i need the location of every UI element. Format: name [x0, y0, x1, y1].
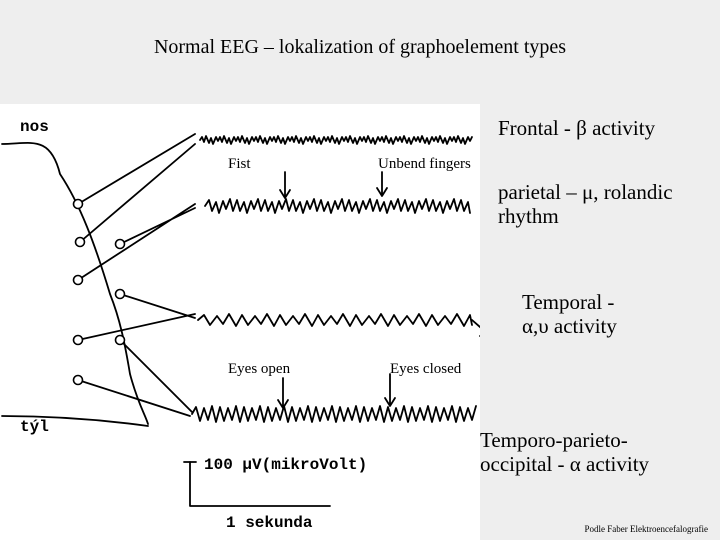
- slide-title: Normal EEG – lokalization of graphoeleme…: [0, 36, 720, 59]
- label-back: týl: [20, 418, 49, 436]
- arrow-unbend: [377, 172, 387, 196]
- trace-parietal: [205, 199, 470, 213]
- trace-temporal: [198, 314, 472, 326]
- label-parietal-line2: rhythm: [498, 204, 673, 228]
- arrow-temporal: [472, 320, 480, 336]
- label-unbend: Unbend fingers: [378, 156, 471, 173]
- label-frontal: Frontal - β activity: [498, 116, 655, 140]
- lead-frontal: [78, 134, 195, 242]
- label-parietal: parietal – μ, rolandic rhythm: [498, 180, 673, 228]
- label-temporal-line2: α,υ activity: [522, 314, 617, 338]
- arrow-eyes-closed: [385, 374, 395, 406]
- lead-parietal: [78, 204, 195, 280]
- trace-frontal: [200, 136, 472, 144]
- arrow-eyes-open: [278, 378, 288, 408]
- label-parietal-line1: parietal – μ, rolandic: [498, 180, 673, 204]
- label-temporal-line1: Temporal -: [522, 290, 617, 314]
- trace-occipital: [192, 406, 476, 422]
- label-scale-voltage: 100 μV(mikroVolt): [204, 456, 367, 474]
- electrodes: [74, 200, 125, 385]
- source-credit: Podle Faber Elektroencefalografie: [585, 524, 708, 534]
- lead-occipital: [78, 340, 192, 416]
- label-eyes-closed: Eyes closed: [390, 361, 461, 378]
- label-temporal: Temporal - α,υ activity: [522, 290, 617, 338]
- label-scale-time: 1 sekunda: [226, 514, 312, 532]
- label-fist: Fist: [228, 156, 251, 173]
- eeg-scan-figure: nos týl Fist Unbend fingers Eyes open Ey…: [0, 104, 480, 540]
- arrow-fist: [280, 172, 290, 198]
- label-occipital: Temporo-parieto- occipital - α activity: [480, 428, 649, 476]
- lead-temporal: [78, 294, 195, 340]
- label-occipital-line2: occipital - α activity: [480, 452, 649, 476]
- label-front: nos: [20, 118, 49, 136]
- label-eyes-open: Eyes open: [228, 361, 290, 378]
- label-occipital-line1: Temporo-parieto-: [480, 428, 649, 452]
